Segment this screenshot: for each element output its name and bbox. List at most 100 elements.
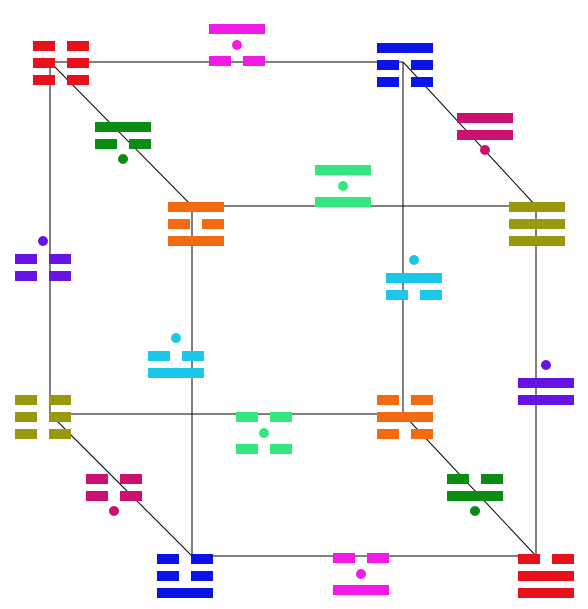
yang-line [168, 236, 224, 246]
marker-dot [109, 506, 119, 516]
edge-marker-m-top-right-depth [457, 113, 513, 155]
yin-line-segment [386, 290, 408, 300]
yang-line [518, 588, 574, 598]
yin-line-segment [15, 412, 37, 422]
yin-line-segment [191, 571, 213, 581]
yin-line-segment [33, 75, 55, 85]
yin-line-segment [377, 77, 399, 87]
yin-line-segment [157, 571, 179, 581]
yin-line-segment [411, 60, 433, 70]
trigram-v-back-bottom-right [377, 395, 433, 439]
yin-line-segment [49, 412, 71, 422]
yang-line [315, 165, 371, 175]
yin-line-segment [367, 553, 389, 563]
yang-line [315, 197, 371, 207]
yin-line-segment [15, 254, 37, 264]
trigram-v-front-bottom-right [518, 554, 574, 598]
yin-line-segment [49, 429, 71, 439]
yang-line [518, 571, 574, 581]
yang-line [509, 236, 565, 246]
yin-line-segment [411, 77, 433, 87]
yin-line-segment [49, 395, 71, 405]
yang-line [95, 122, 151, 132]
yin-line-segment [552, 554, 574, 564]
yin-line-segment [67, 41, 89, 51]
yang-line [457, 113, 513, 123]
yang-line [157, 588, 213, 598]
yin-line-segment [236, 444, 258, 454]
yin-line-segment [157, 554, 179, 564]
yin-line-segment [481, 474, 503, 484]
yin-line-segment [33, 58, 55, 68]
yang-line [457, 130, 513, 140]
cube-edge [49, 61, 193, 207]
marker-dot [171, 333, 181, 343]
yin-line-segment [15, 395, 37, 405]
marker-dot [232, 40, 242, 50]
yin-line-segment [243, 56, 265, 66]
marker-dot [259, 428, 269, 438]
yin-line-segment [209, 56, 231, 66]
yin-line-segment [148, 351, 170, 361]
yang-line [148, 368, 204, 378]
yin-line-segment [191, 554, 213, 564]
trigram-v-front-bottom-left [157, 554, 213, 598]
yin-line-segment [447, 474, 469, 484]
edge-marker-m-front-top [315, 165, 371, 207]
yin-line-segment [86, 474, 108, 484]
trigram-v-front-top-right [509, 202, 565, 246]
yin-line-segment [95, 139, 117, 149]
edge-marker-m-bottom-left-depth [86, 474, 142, 516]
marker-dot [470, 506, 480, 516]
yin-line-segment [120, 474, 142, 484]
yin-line-segment [168, 219, 190, 229]
yin-line-segment [33, 41, 55, 51]
yin-line-segment [377, 395, 399, 405]
marker-dot [118, 154, 128, 164]
yin-line-segment [129, 139, 151, 149]
yin-line-segment [120, 491, 142, 501]
yang-line [333, 585, 389, 595]
yang-line [509, 219, 565, 229]
yang-line [518, 395, 574, 405]
marker-dot [409, 255, 419, 265]
edge-marker-m-back-top [209, 24, 265, 66]
trigram-v-front-top-left [168, 202, 224, 246]
yin-line-segment [15, 429, 37, 439]
yin-line-segment [411, 429, 433, 439]
yin-line-segment [377, 429, 399, 439]
yin-line-segment [49, 271, 71, 281]
yang-line [447, 491, 503, 501]
trigram-v-back-top-right [377, 43, 433, 87]
yin-line-segment [270, 412, 292, 422]
cube-edge [49, 413, 193, 557]
marker-dot [480, 145, 490, 155]
yin-line-segment [49, 254, 71, 264]
yin-line-segment [518, 554, 540, 564]
edge-marker-m-front-bottom [333, 553, 389, 595]
edge-marker-m-front-left [148, 333, 204, 378]
yin-line-segment [270, 444, 292, 454]
yin-line-segment [377, 60, 399, 70]
marker-dot [38, 236, 48, 246]
yin-line-segment [411, 395, 433, 405]
edge-marker-m-back-bottom [236, 412, 292, 454]
yin-line-segment [15, 271, 37, 281]
yang-line [509, 202, 565, 212]
edge-marker-m-bottom-right-depth [447, 474, 503, 516]
yin-line-segment [86, 491, 108, 501]
trigram-v-back-bottom-left [15, 395, 71, 439]
trigram-symbols [15, 24, 574, 598]
yang-line [377, 43, 433, 53]
marker-dot [541, 360, 551, 370]
yang-line [386, 273, 442, 283]
trigram-v-back-top-left [33, 41, 89, 85]
marker-dot [356, 569, 366, 579]
edge-marker-m-back-right [386, 255, 442, 300]
yin-line-segment [333, 553, 355, 563]
yin-line-segment [67, 58, 89, 68]
yin-line-segment [236, 412, 258, 422]
yin-line-segment [182, 351, 204, 361]
edge-marker-m-back-left [15, 236, 71, 281]
